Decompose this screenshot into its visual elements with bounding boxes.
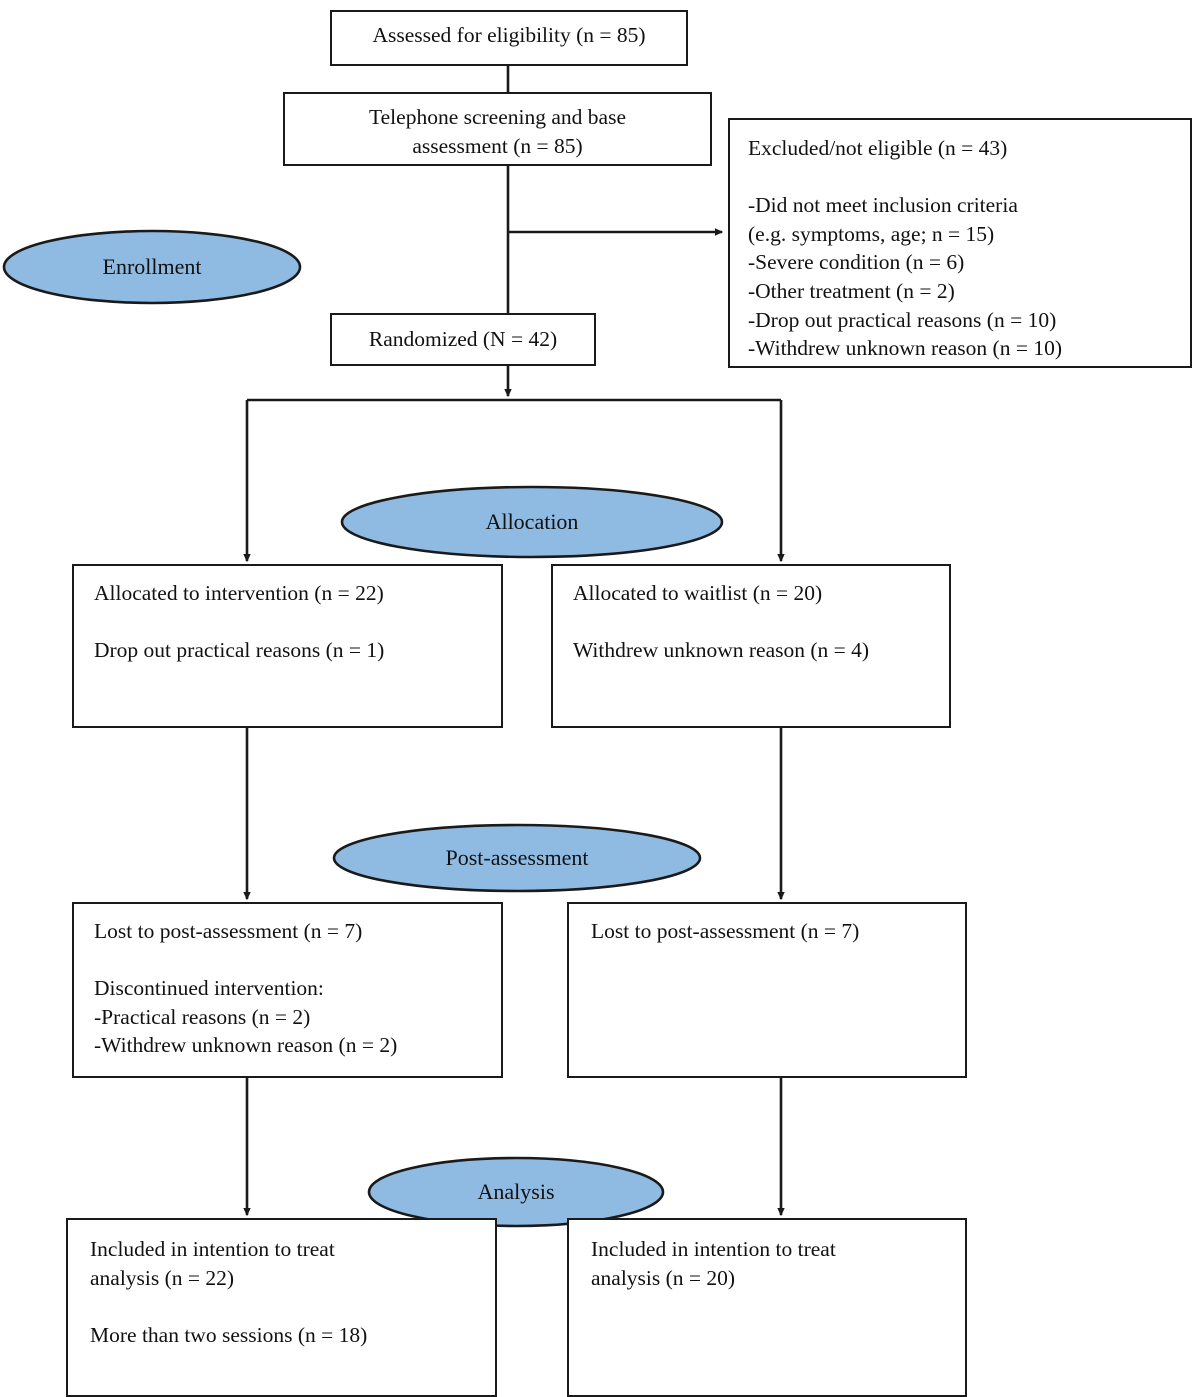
node-assessed-for-eligibility: Assessed for eligibility (n = 85) (330, 10, 688, 66)
stage-ellipse-post-assessment (332, 823, 702, 893)
node-post-assessment-intervention: Lost to post-assessment (n = 7) Disconti… (72, 902, 503, 1078)
node-analysis-waitlist: Included in intention to treat analysis … (567, 1218, 967, 1397)
node-analysis-intervention: Included in intention to treat analysis … (66, 1218, 497, 1397)
node-post-assessment-intervention-text: Lost to post-assessment (n = 7) Disconti… (94, 919, 398, 1058)
node-post-assessment-waitlist: Lost to post-assessment (n = 7) (567, 902, 967, 1078)
node-allocated-waitlist: Allocated to waitlist (n = 20) Withdrew … (551, 564, 951, 728)
node-telephone-screening-text: Telephone screening and base assessment … (369, 105, 626, 158)
node-analysis-intervention-text: Included in intention to treat analysis … (90, 1237, 368, 1347)
stage-ellipse-allocation (340, 485, 724, 559)
node-allocated-intervention: Allocated to intervention (n = 22) Drop … (72, 564, 503, 728)
node-allocated-waitlist-text: Allocated to waitlist (n = 20) Withdrew … (573, 581, 870, 663)
node-randomized: Randomized (N = 42) (330, 313, 596, 366)
node-allocated-intervention-text: Allocated to intervention (n = 22) Drop … (94, 581, 385, 663)
node-telephone-screening: Telephone screening and base assessment … (283, 92, 712, 166)
node-assessed-for-eligibility-text: Assessed for eligibility (n = 85) (372, 23, 646, 47)
stage-ellipse-enrollment (2, 229, 302, 305)
stage-ellipse-analysis (367, 1156, 665, 1228)
node-excluded-not-eligible-text: Excluded/not eligible (n = 43) -Did not … (748, 136, 1062, 361)
node-excluded-not-eligible: Excluded/not eligible (n = 43) -Did not … (728, 118, 1192, 368)
node-analysis-waitlist-text: Included in intention to treat analysis … (591, 1237, 836, 1290)
node-post-assessment-waitlist-text: Lost to post-assessment (n = 7) (591, 919, 860, 943)
node-randomized-text: Randomized (N = 42) (368, 327, 558, 351)
